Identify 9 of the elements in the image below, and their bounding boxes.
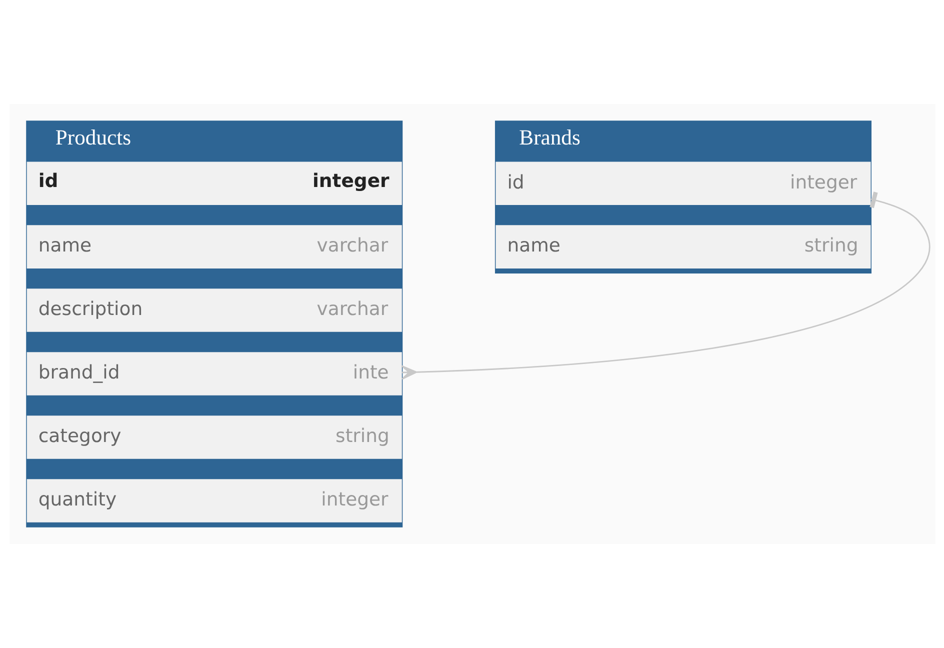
- node-box: category string: [26, 416, 402, 459]
- node-box: name string: [495, 225, 870, 268]
- node-box: quantity integer: [26, 479, 402, 522]
- node-box: name varchar: [26, 225, 402, 268]
- node-box: id integer: [26, 162, 402, 205]
- node-box: description varchar: [26, 288, 402, 332]
- connector: [400, 192, 930, 380]
- node-box: brand_id inte: [26, 352, 402, 396]
- node-box: id integer: [495, 162, 870, 205]
